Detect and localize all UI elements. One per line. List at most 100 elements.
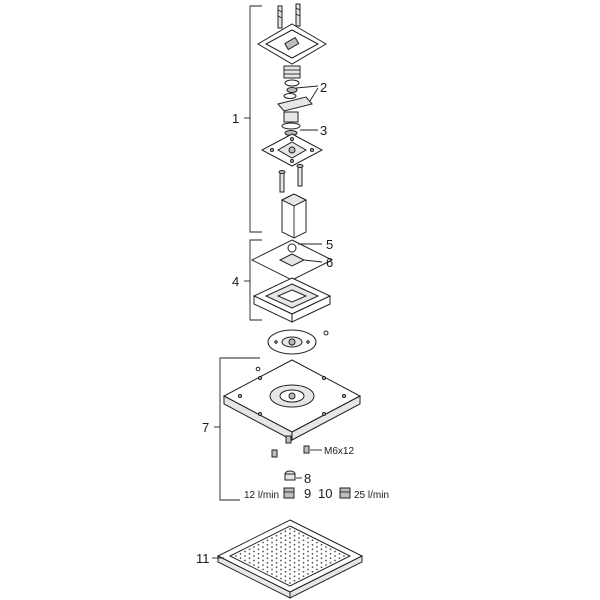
nozzle-dot <box>298 550 300 553</box>
part-2-seal-set: 2 <box>277 80 327 112</box>
nozzle-dot <box>307 541 309 544</box>
nozzle-dot <box>289 550 291 553</box>
nozzle-dot <box>266 539 269 542</box>
nozzle-dot <box>271 573 273 575</box>
screws-m6x12: M6x12 <box>271 435 354 458</box>
nozzle-dot <box>284 575 287 578</box>
nozzle-dot <box>293 557 296 560</box>
nozzle-dot <box>298 573 300 575</box>
mounting-pins <box>277 3 301 29</box>
nozzle-dot <box>248 557 251 560</box>
nozzle-dot <box>275 575 278 578</box>
nozzle-dot <box>334 550 336 553</box>
nozzle-dot <box>248 561 251 564</box>
nozzle-dot <box>302 566 305 569</box>
nozzle-dot <box>289 573 291 575</box>
nozzle-dot <box>311 557 314 560</box>
nozzle-dot <box>289 537 291 539</box>
part-7-main-body <box>222 359 362 441</box>
nozzle-dot <box>280 537 282 539</box>
nozzle-dot <box>293 561 296 564</box>
nozzle-dot <box>320 566 323 569</box>
nozzle-dot <box>239 557 242 560</box>
nozzle-dot <box>284 579 287 582</box>
nozzle-dot <box>262 546 264 548</box>
nozzle-dot <box>320 557 323 560</box>
nozzle-dot <box>307 546 309 548</box>
nozzle-dot <box>235 555 237 557</box>
nozzle-dot <box>257 557 260 560</box>
nozzle-dot <box>248 548 251 551</box>
nozzle-dot <box>311 561 314 564</box>
label-flow-12: 12 l/min <box>244 490 279 501</box>
nozzle-dot <box>257 548 260 551</box>
nozzle-dot <box>298 568 300 571</box>
nozzle-dot <box>293 570 296 573</box>
nozzle-dot <box>316 559 318 562</box>
nozzle-dot <box>307 550 309 553</box>
nozzle-dot <box>307 573 309 575</box>
extension-tube <box>280 193 308 239</box>
nozzle-dot <box>275 534 278 537</box>
nozzle-dot <box>284 539 287 542</box>
nozzle-dot <box>329 557 332 560</box>
nozzle-dot <box>262 568 264 571</box>
nozzle-dot <box>244 559 246 562</box>
nozzle-dot <box>343 555 345 557</box>
nozzle-dot <box>275 548 278 551</box>
nozzle-dot <box>293 575 296 578</box>
nozzle-dot <box>280 532 282 535</box>
nozzle-dot <box>253 564 255 566</box>
nozzle-dot <box>266 570 269 573</box>
nozzle-dot <box>266 566 269 569</box>
nozzle-dot <box>316 541 318 544</box>
nozzle-dot <box>289 555 291 557</box>
nozzle-dot <box>280 564 282 566</box>
nozzle-dot <box>316 564 318 566</box>
nozzle-dot <box>262 555 264 557</box>
nozzle-dot <box>311 548 314 551</box>
nozzle-dot <box>307 564 309 566</box>
nozzle-dot <box>244 550 246 553</box>
nozzle-dot <box>293 579 296 582</box>
nozzle-dot <box>289 528 291 530</box>
label-3: 3 <box>320 123 327 138</box>
nozzle-dot <box>271 541 273 544</box>
nozzle-dot <box>253 555 255 557</box>
nozzle-dot <box>298 577 300 580</box>
nozzle-dot <box>311 539 314 542</box>
nozzle-dot <box>284 534 287 537</box>
nozzle-dot <box>284 561 287 564</box>
nozzle-dot <box>275 557 278 560</box>
nozzle-dot <box>302 552 305 555</box>
label-4: 4 <box>232 274 239 289</box>
part-3-nut: 3 <box>281 111 327 138</box>
nozzle-dot <box>320 552 323 555</box>
nozzle-dot <box>302 548 305 551</box>
threaded-connector <box>283 65 301 93</box>
nozzle-dot <box>298 541 300 544</box>
nozzle-dot <box>316 550 318 553</box>
nozzle-dot <box>280 555 282 557</box>
nozzle-dot <box>316 555 318 557</box>
part-5-gasket: 5 6 <box>250 237 333 281</box>
nozzle-dot <box>275 566 278 569</box>
nozzle-dot <box>311 570 314 573</box>
nozzle-dot <box>266 557 269 560</box>
nozzle-dot <box>320 548 323 551</box>
nozzle-dot <box>284 552 287 555</box>
label-flow-25: 25 l/min <box>354 490 389 501</box>
label-10: 10 <box>318 486 332 501</box>
nozzle-dot <box>298 559 300 562</box>
nozzle-dot <box>284 570 287 573</box>
nozzle-dot <box>293 548 296 551</box>
nozzle-dot <box>302 539 305 542</box>
nozzle-dot <box>284 548 287 551</box>
nozzle-dot <box>280 568 282 571</box>
nozzle-dot <box>289 568 291 571</box>
nozzle-dot <box>280 559 282 562</box>
nozzle-dot <box>316 546 318 548</box>
nozzle-dot <box>257 561 260 564</box>
nozzle-dot <box>253 559 255 562</box>
